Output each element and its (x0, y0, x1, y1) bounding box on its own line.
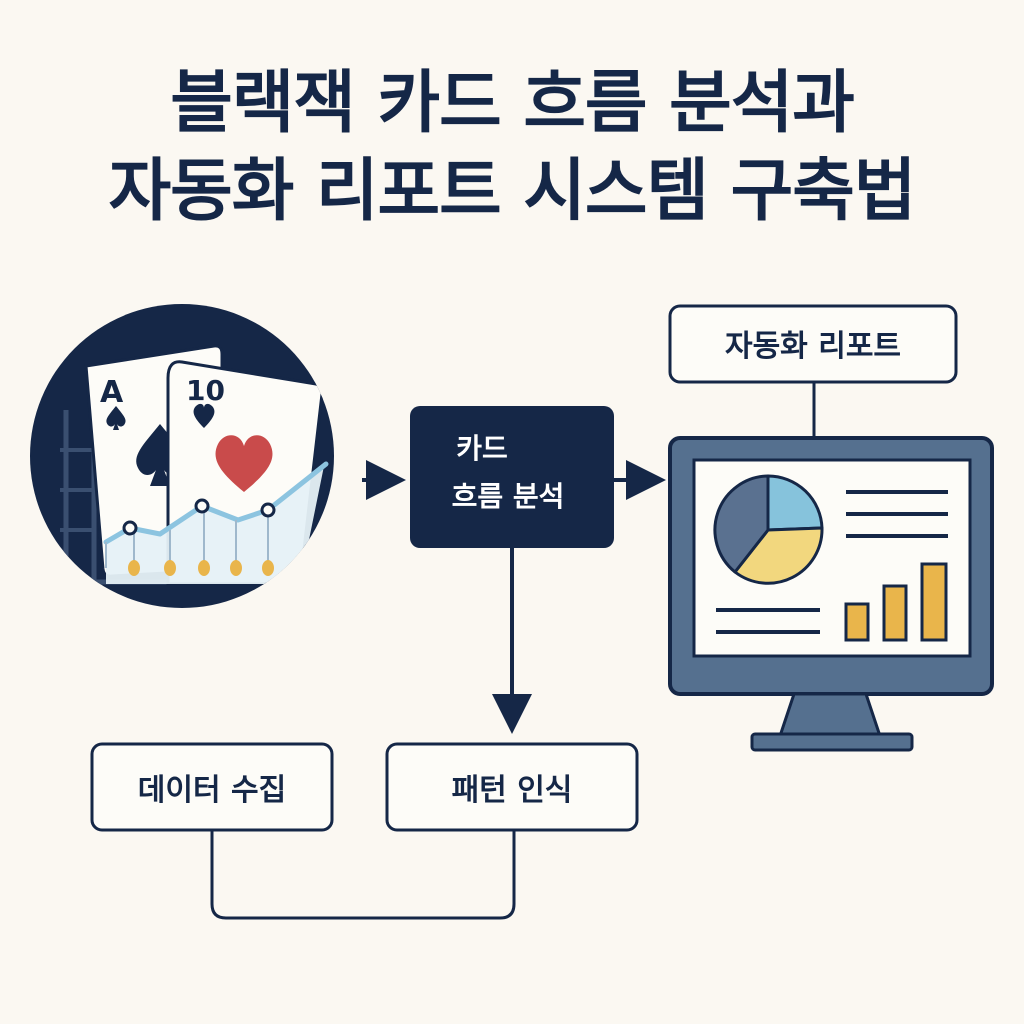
pattern-recognition-label: 패턴 인식 (452, 773, 573, 808)
heart-icon (215, 435, 273, 492)
report-label: 자동화 리포트 (725, 329, 901, 364)
ace-rank: A (100, 375, 124, 410)
title-line-1: 블랙잭 카드 흐름 분석과 (170, 64, 855, 143)
analysis-label-line1: 카드 (456, 432, 508, 465)
small-heart-icon (193, 403, 215, 428)
data-collection-node: 데이터 수집 (90, 742, 334, 832)
card-flow-analysis-node: 카드 흐름 분석 (410, 406, 614, 548)
automated-report-node: 자동화 리포트 (668, 304, 958, 384)
data-collection-label: 데이터 수집 (138, 773, 286, 808)
page-title: 블랙잭 카드 흐름 분석과 자동화 리포트 시스템 구축법 (0, 60, 1024, 236)
line-chart-icon (103, 461, 329, 584)
pie-chart-icon (713, 474, 824, 585)
ten-rank: 10 (186, 374, 225, 407)
report-text-lines (716, 490, 948, 634)
bar-chart-icon (844, 562, 948, 642)
title-line-2: 자동화 리포트 시스템 구축법 (108, 152, 917, 231)
monitor-icon (668, 436, 994, 752)
analysis-label-line2: 흐름 분석 (452, 480, 565, 513)
blackjack-illustration: A 10 (30, 304, 334, 608)
bottom-connector (210, 830, 516, 920)
pattern-recognition-node: 패턴 인식 (385, 742, 639, 832)
